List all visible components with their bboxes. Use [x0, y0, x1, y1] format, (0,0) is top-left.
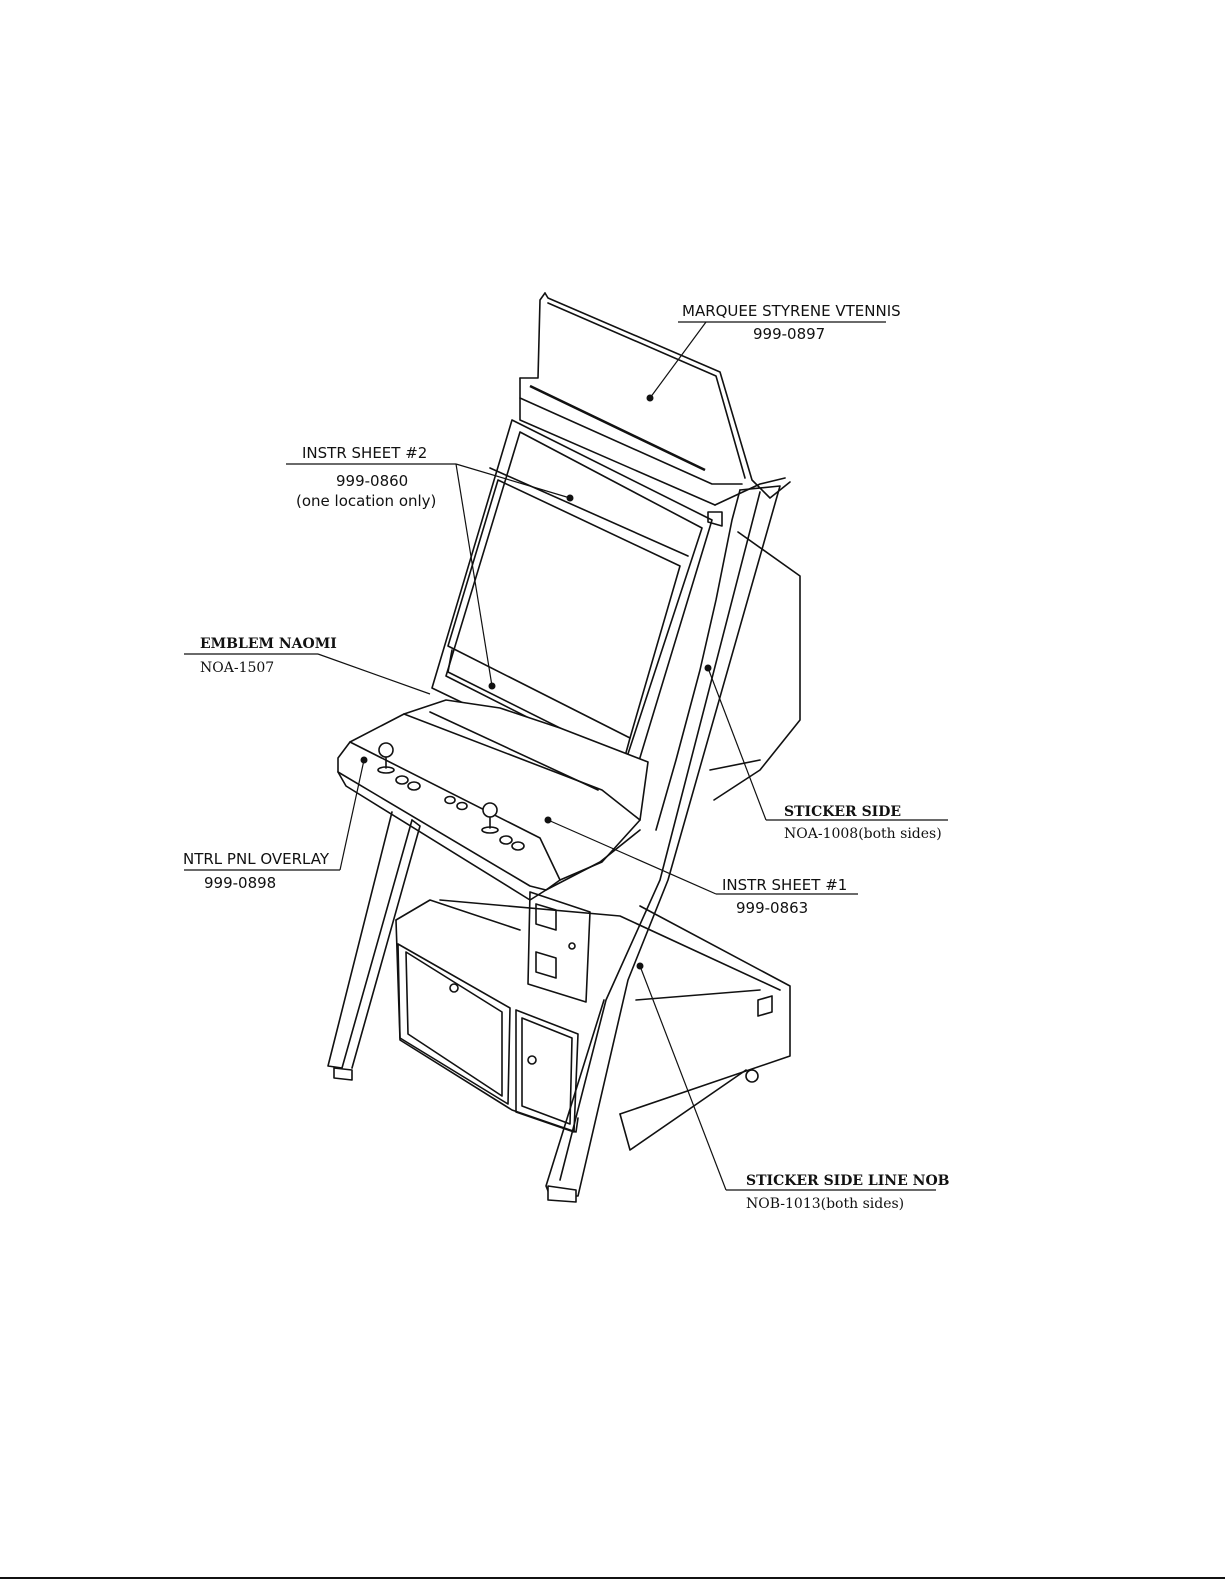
lower-cabinet [396, 892, 790, 1150]
control-panel [338, 700, 648, 900]
sticker-side-name-label: STICKER SIDE [784, 804, 901, 820]
emblem-name-label: EMBLEM NAOMI [200, 636, 337, 652]
instr1-part-label: 999-0863 [736, 899, 808, 917]
callout-sticker-line: STICKER SIDE LINE NOB NOB-1013(both side… [637, 963, 950, 1213]
sticker-line-part-label: NOB-1013(both sides) [746, 1196, 904, 1212]
sticker-line-name-label: STICKER SIDE LINE NOB [746, 1173, 950, 1189]
overlay-part-label: 999-0898 [204, 874, 276, 892]
marquee-part-label: 999-0897 [753, 325, 825, 343]
callout-marquee: MARQUEE STYRENE VTENNIS 999-0897 [647, 302, 901, 402]
callout-emblem: EMBLEM NAOMI NOA-1507 [184, 636, 430, 694]
left-leg [328, 812, 420, 1080]
callout-instr-sheet-2: INSTR SHEET #2 999-0860 (one location on… [286, 444, 574, 690]
sticker-side-part-label: NOA-1008(both sides) [784, 826, 942, 842]
overlay-name-label: NTRL PNL OVERLAY [183, 850, 330, 868]
marquee-name-label: MARQUEE STYRENE VTENNIS [682, 302, 901, 320]
instr1-name-label: INSTR SHEET #1 [722, 876, 847, 894]
instr2-name-label: INSTR SHEET #2 [302, 444, 427, 462]
emblem-part-label: NOA-1507 [200, 660, 274, 676]
instr2-note-label: (one location only) [296, 492, 436, 510]
callout-overlay: NTRL PNL OVERLAY 999-0898 [183, 757, 368, 893]
instr2-part-label: 999-0860 [336, 472, 408, 490]
callout-sticker-side: STICKER SIDE NOA-1008(both sides) [705, 665, 949, 843]
arcade-cabinet-drawing [328, 293, 800, 1202]
